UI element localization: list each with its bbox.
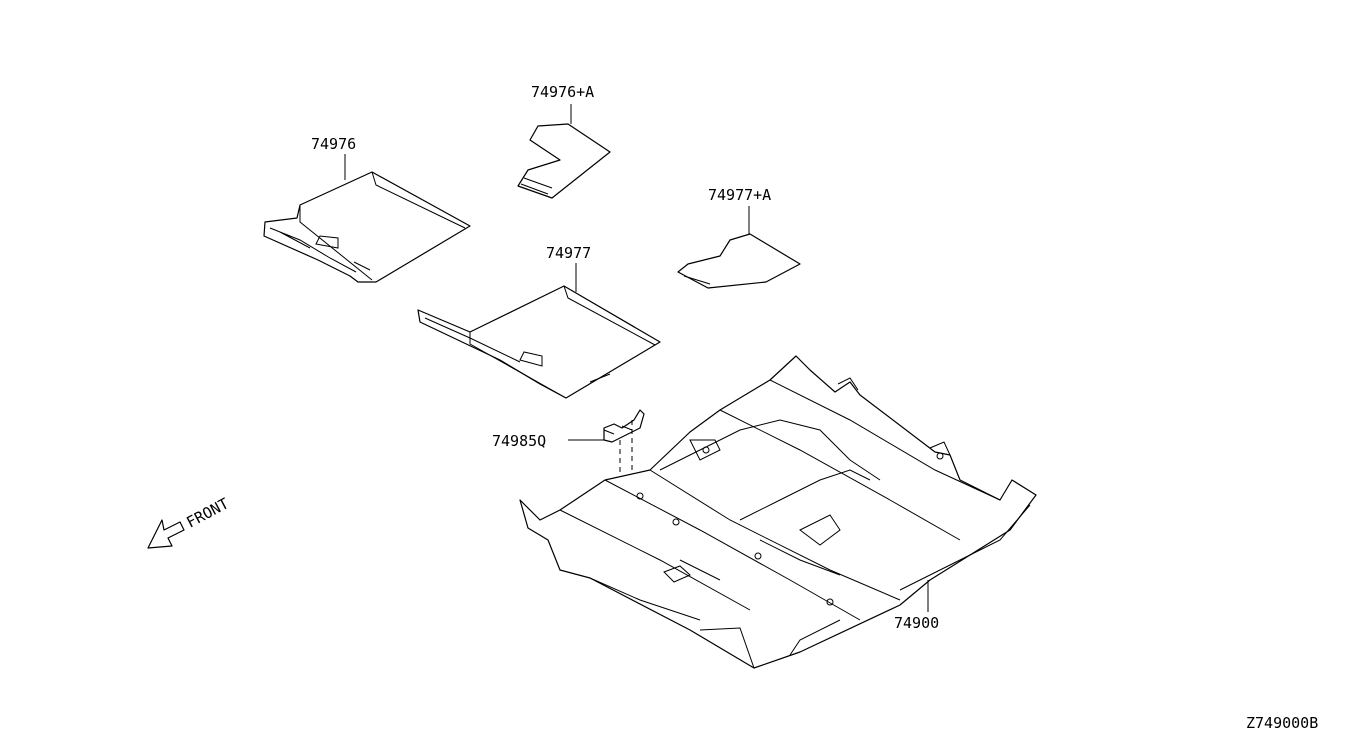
part-74900-floor-carpet[interactable] <box>519 355 1037 669</box>
callout-74985q[interactable]: 74985Q <box>492 432 546 450</box>
part-74976-a-mat[interactable] <box>517 123 611 199</box>
callout-74976-a[interactable]: 74976+A <box>531 83 594 101</box>
part-74976-mat[interactable] <box>263 171 471 283</box>
part-74977-a-mat[interactable] <box>677 233 801 289</box>
part-74977-mat[interactable] <box>417 285 661 399</box>
callout-74900[interactable]: 74900 <box>894 614 939 632</box>
front-direction-arrow: FRONT <box>147 494 232 549</box>
callout-74977[interactable]: 74977 <box>546 244 591 262</box>
part-74985q-clip[interactable] <box>603 409 645 443</box>
front-label: FRONT <box>183 494 231 531</box>
callout-74977-a[interactable]: 74977+A <box>708 186 771 204</box>
callout-74976[interactable]: 74976 <box>311 135 356 153</box>
drawing-code: Z749000B <box>1246 714 1318 732</box>
